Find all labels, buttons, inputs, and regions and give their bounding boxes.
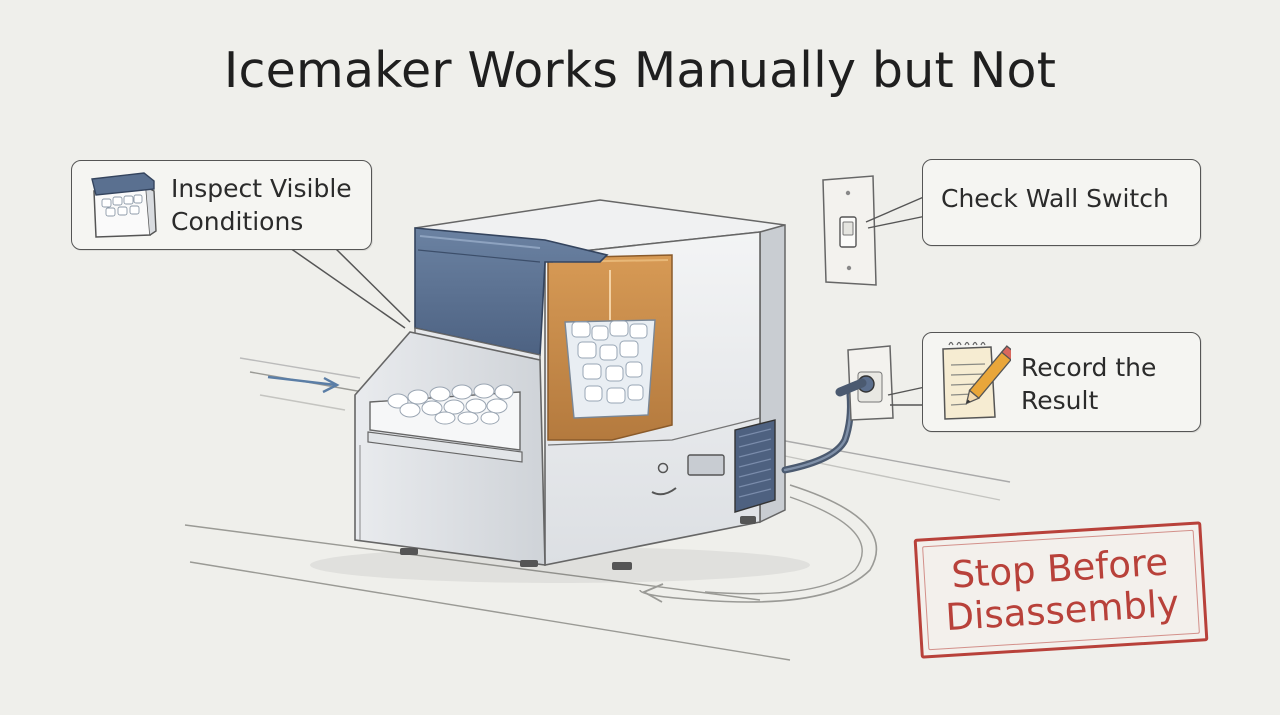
stamp-text: Stop Before Disassembly [942,540,1180,639]
arrow-icon [267,375,340,394]
callout-inspect-line1: Inspect Visible [171,174,352,203]
ice-tray-cubes [387,383,514,425]
icemaker-appliance [354,199,786,570]
callout-record-result: Record the Result [922,332,1201,432]
callout-record-line2: Result [1021,386,1099,415]
vent-grille [734,419,776,513]
page-title: Icemaker Works Manually but Not [223,42,1057,99]
ice-glass [564,270,656,419]
callout-inspect-conditions: Inspect Visible Conditions [71,160,372,250]
callout-wall-switch-label: Check Wall Switch [941,184,1169,213]
callout-inspect-line2: Conditions [171,207,304,236]
callout-check-wall-switch: Check Wall Switch [922,159,1201,246]
wall-switch-icon [822,175,877,286]
callout-record-line1: Record the [1021,353,1157,382]
callout-record-text: Record the Result [1021,351,1156,417]
outlet-icon [835,345,894,421]
stop-before-disassembly-stamp: Stop Before Disassembly [913,521,1209,659]
notepad-pencil-icon [942,341,1011,420]
ice-bin-icon [91,172,157,238]
callout-inspect-text: Inspect Visible Conditions [171,172,352,238]
